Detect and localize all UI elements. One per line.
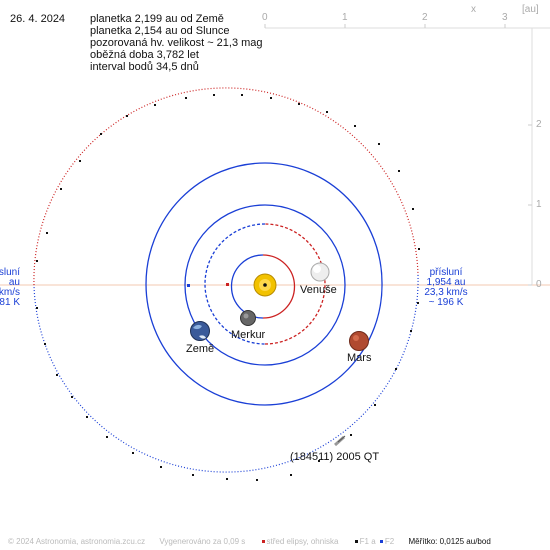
scale-text: Měřítko: 0,0125 au/bod (408, 537, 491, 546)
copyright-text: © 2024 Astronomia, astronomia.zcu.cz (8, 537, 146, 546)
sun-icon (253, 273, 277, 297)
asteroid-icon (334, 435, 346, 447)
asteroid-orbit-points (36, 94, 420, 481)
perihelion-left-label: přísluní au km/s 81 K (0, 267, 20, 308)
unit-label: [au] (522, 4, 539, 15)
focus-f2-marker (187, 284, 190, 287)
earth-orbit (184, 204, 346, 366)
mercury-label: Merkur (231, 329, 266, 341)
info-distance-sun: planetka 2,154 au od Slunce (90, 25, 230, 37)
mercury-icon (240, 310, 256, 326)
date-label: 26. 4. 2024 (10, 13, 66, 25)
x-tick-2: 2 (422, 12, 428, 23)
footer: © 2024 Astronomia, astronomia.zcu.cz Vyg… (8, 537, 491, 546)
asteroid-orbit (33, 87, 419, 473)
y-tick-1: 1 (536, 199, 542, 210)
info-block: planetka 2,199 au od Země planetka 2,154… (90, 13, 263, 73)
earth-icon (190, 321, 210, 341)
info-distance-earth: planetka 2,199 au od Země (90, 13, 224, 25)
mars-label: Mars (347, 352, 372, 364)
mars-orbit (145, 162, 383, 406)
y-scale-ticks (528, 124, 532, 286)
generated-text: Vygenerováno za 0,09 s (159, 537, 246, 546)
info-period: oběžná doba 3,782 let (90, 49, 199, 61)
x-axis-label: x (471, 4, 476, 15)
x-tick-1: 1 (342, 12, 348, 23)
x-tick-0: 0 (262, 12, 268, 23)
f2-legend: F2 (384, 537, 395, 546)
y-tick-0: 0 (536, 279, 542, 290)
ellipse-center-dot-icon (261, 539, 265, 543)
perihelion-right-label: přísluní 1,954 au 23,3 km/s ~ 196 K (424, 267, 468, 308)
venus-icon (310, 262, 330, 282)
f2-dot-icon (379, 539, 383, 543)
f1-dot-icon (354, 539, 358, 543)
y-tick-2: 2 (536, 119, 542, 130)
x-scale-ticks (264, 24, 506, 28)
ellipse-center-marker (226, 283, 229, 286)
f1-legend: F1 a (359, 537, 376, 546)
ellipse-center-legend: střed elipsy, ohniska (266, 537, 339, 546)
x-tick-3: 3 (502, 12, 508, 23)
info-interval: interval bodů 34,5 dnů (90, 61, 199, 73)
mars-icon (349, 331, 369, 351)
info-magnitude: pozorovaná hv. velikost ~ 21,3 mag (90, 37, 263, 49)
venus-orbit (204, 223, 326, 345)
asteroid-label: (184511) 2005 QT (290, 451, 380, 463)
earth-label: Země (186, 343, 215, 355)
venus-label: Venuše (300, 284, 337, 296)
